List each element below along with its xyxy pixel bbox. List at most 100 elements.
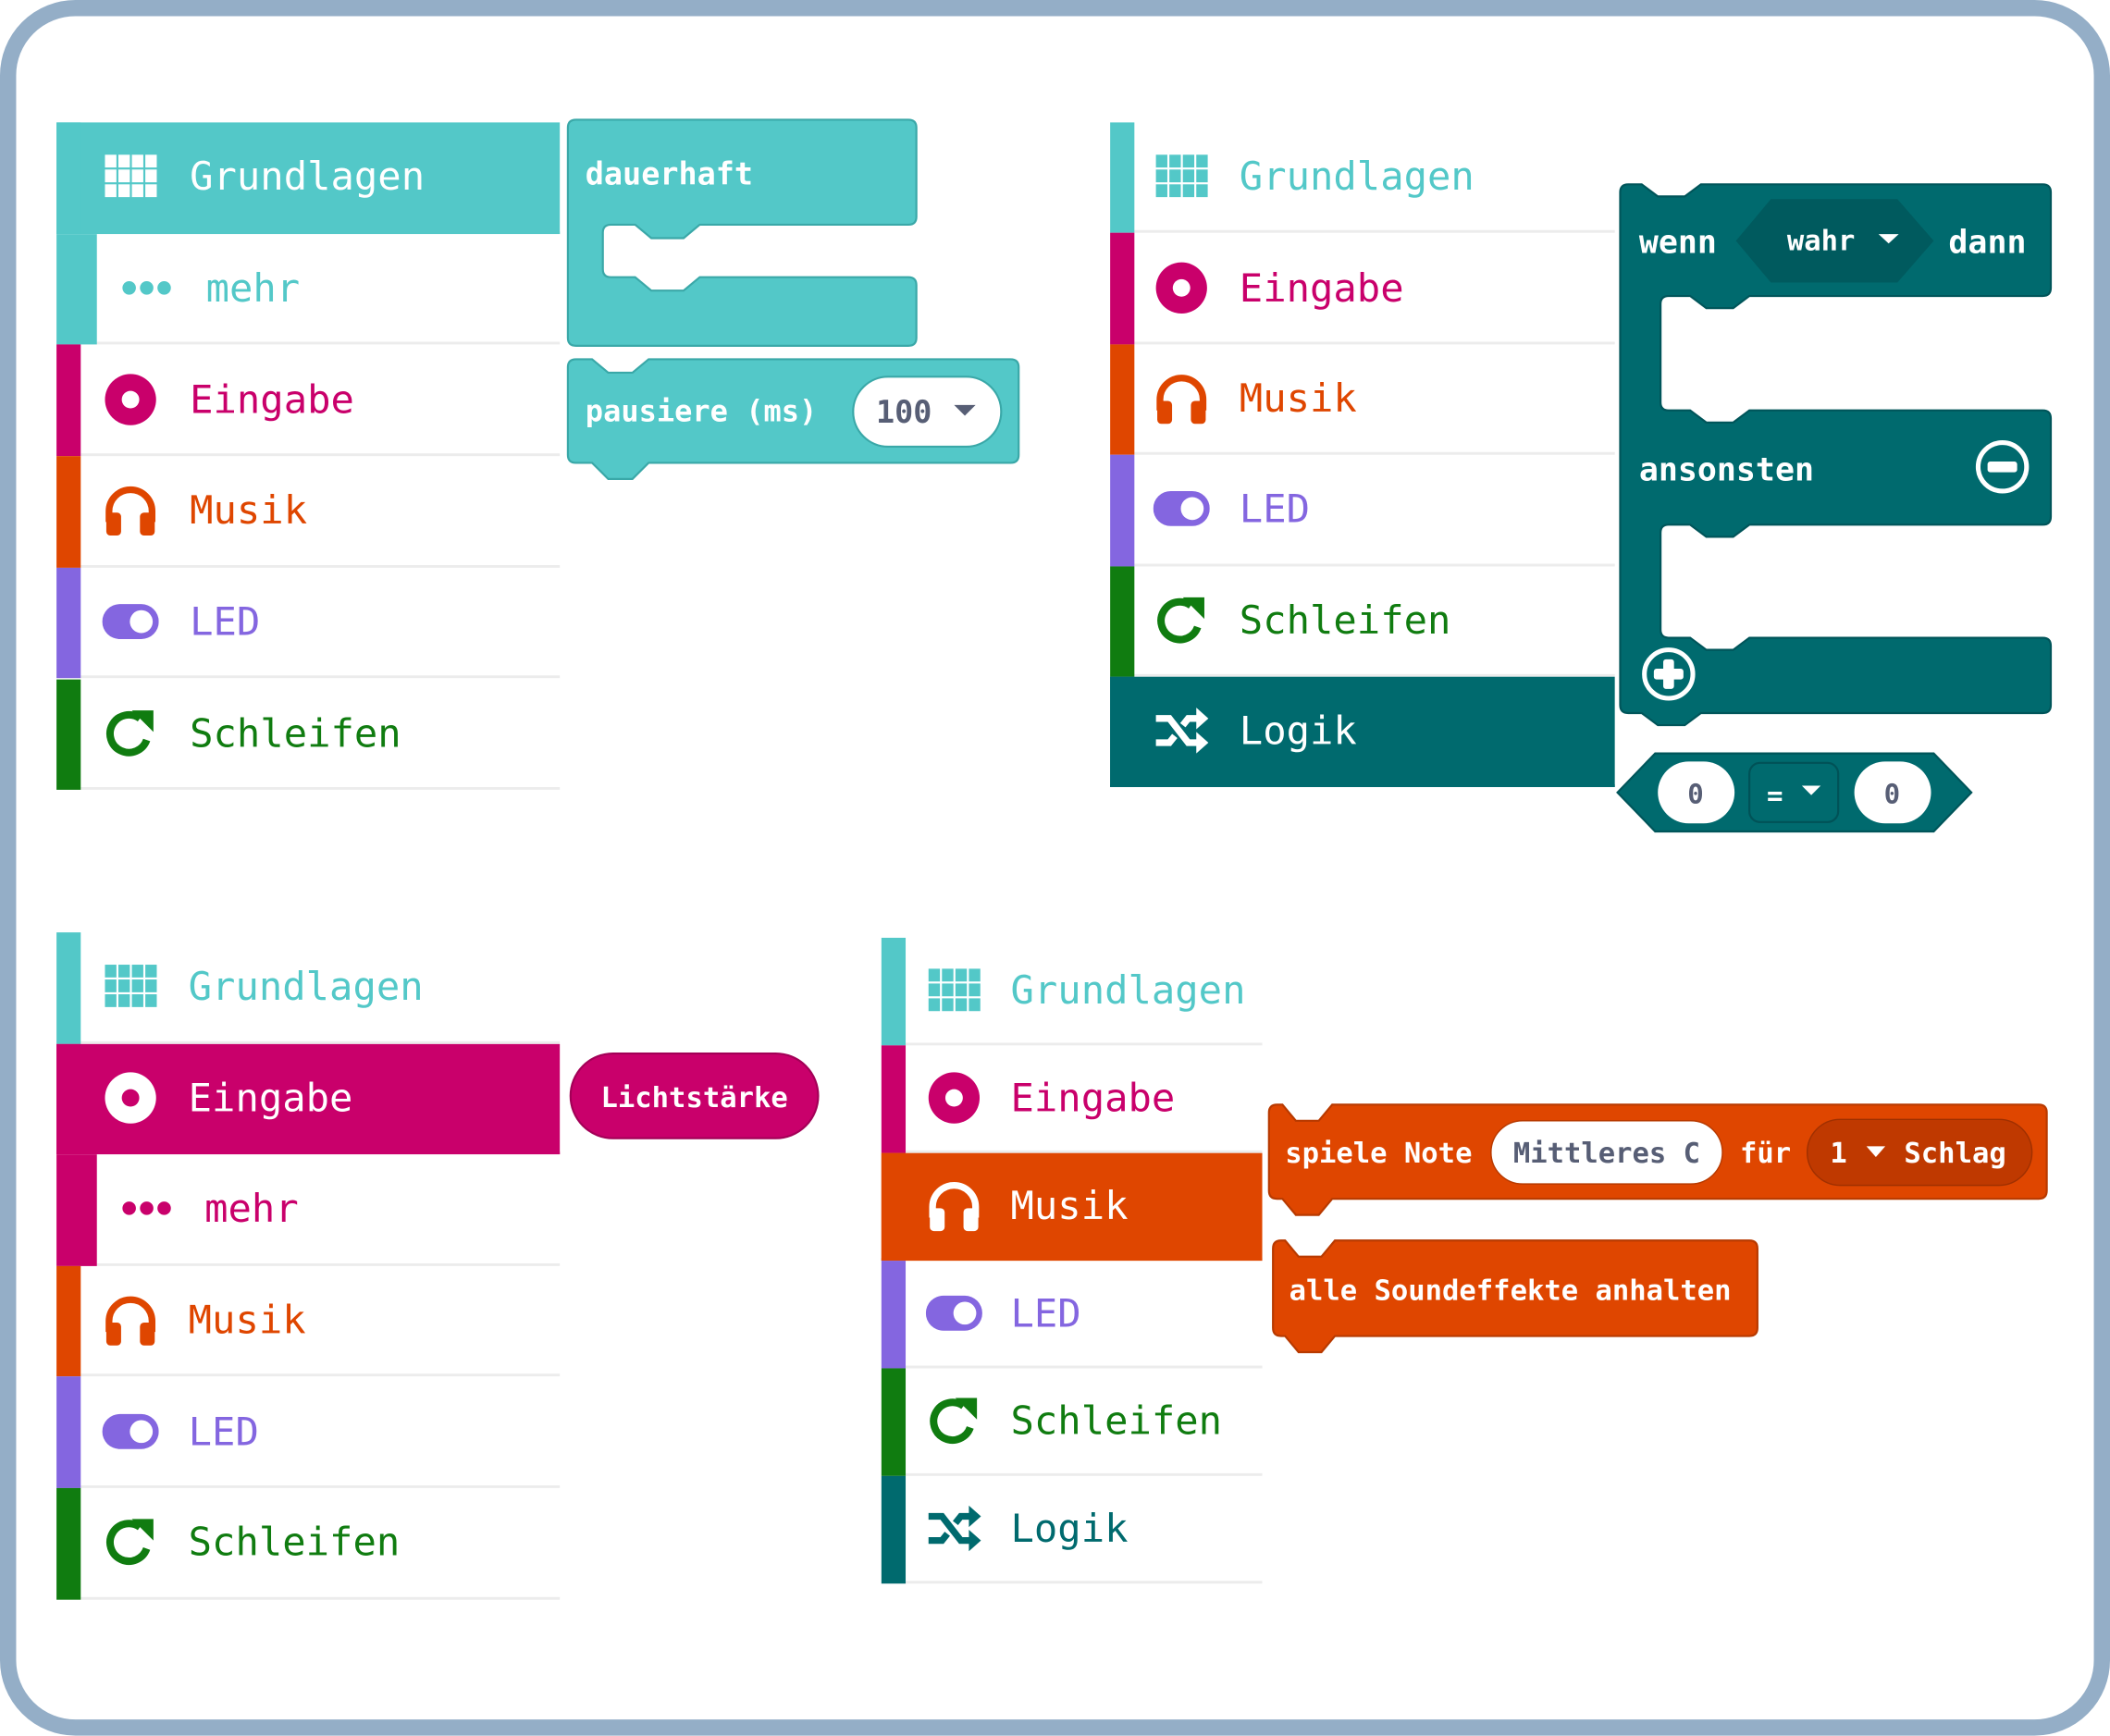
grid-icon	[103, 958, 159, 1015]
toggle-icon	[925, 1285, 982, 1341]
category-musik[interactable]: Musik	[881, 1152, 1263, 1262]
category-label: Musik	[190, 487, 308, 534]
category-label: Grundlagen	[1010, 966, 1246, 1014]
beats-unit: Schlag	[1904, 1138, 2005, 1170]
then-label: dann	[1948, 224, 2026, 261]
category-schleifen[interactable]: Schleifen	[56, 678, 561, 791]
forever-label: dauerhaft	[586, 155, 753, 191]
category-color-strip	[881, 1261, 907, 1369]
category-musik[interactable]: Musik	[1110, 344, 1615, 455]
headphones-icon	[103, 482, 159, 538]
category-color-strip	[881, 937, 907, 1046]
category-label: Schleifen	[1010, 1397, 1223, 1444]
category-color-strip	[1110, 454, 1135, 566]
category-label: LED	[1010, 1290, 1081, 1336]
category-color-strip	[1110, 565, 1135, 677]
category-color-strip	[56, 456, 81, 568]
grid-icon	[103, 149, 159, 205]
remove-else-icon[interactable]	[1975, 440, 2030, 494]
condition-dropdown[interactable]: wahr	[1735, 199, 1934, 283]
beats-dropdown[interactable]: 1 Schlag	[1806, 1118, 2033, 1187]
category-musik[interactable]: Musik	[56, 456, 561, 568]
category-label: Logik	[1239, 708, 1357, 754]
pause-value-dropdown[interactable]: 100	[852, 376, 1003, 449]
category-label: Musik	[188, 1297, 306, 1343]
if-label: wenn	[1639, 224, 1717, 261]
category-label: Schleifen	[190, 709, 401, 757]
category-label: Musik	[1010, 1182, 1129, 1229]
grid-icon	[926, 962, 982, 1018]
loop-arrow-icon	[103, 705, 159, 761]
headphones-icon	[926, 1177, 982, 1234]
forever-block[interactable]: dauerhaft	[566, 118, 918, 347]
pause-value: 100	[876, 394, 932, 430]
note-input[interactable]: Mittleres C	[1490, 1120, 1723, 1185]
category-led[interactable]: LED	[56, 1376, 561, 1488]
category-color-strip	[56, 678, 81, 791]
category-logik[interactable]: Logik	[1110, 676, 1615, 788]
compare-left-input[interactable]: 0	[1658, 761, 1735, 824]
compare-left-value: 0	[1687, 778, 1704, 809]
loop-arrow-icon	[1154, 592, 1210, 648]
light-level-block[interactable]: Lichtstärke	[569, 1052, 820, 1139]
category-logik[interactable]: Logik	[881, 1475, 1263, 1584]
category-label: LED	[190, 598, 261, 646]
category-eingabe[interactable]: Eingabe	[56, 344, 561, 457]
category-label: Grundlagen	[188, 964, 424, 1010]
category-schleifen[interactable]: Schleifen	[56, 1487, 561, 1600]
category-color-strip	[56, 1154, 97, 1266]
shuffle-icon	[1154, 703, 1210, 759]
pause-label: pausiere (ms)	[586, 393, 817, 428]
category-color-strip	[1110, 676, 1135, 788]
category-label: Eingabe	[188, 1075, 353, 1121]
category-grundlagen[interactable]: Grundlagen	[56, 122, 561, 234]
more-dots-icon	[118, 1180, 175, 1237]
play-tone-block[interactable]: spiele Note Mittleres C für 1 Schlag	[1267, 1103, 2048, 1216]
category-color-strip	[56, 1265, 81, 1377]
category-label: Schleifen	[1239, 597, 1451, 644]
category-grundlagen[interactable]: Grundlagen	[881, 937, 1263, 1046]
category-schleifen[interactable]: Schleifen	[881, 1368, 1263, 1476]
category-led[interactable]: LED	[881, 1261, 1263, 1369]
category-mehr-more[interactable]: mehr	[56, 233, 561, 345]
stop-sounds-block[interactable]: alle Soundeffekte anhalten	[1272, 1239, 1758, 1354]
category-led[interactable]: LED	[1110, 454, 1615, 566]
operator-value: =	[1767, 780, 1783, 811]
category-color-strip	[56, 567, 81, 679]
category-color-strip	[56, 1487, 81, 1600]
category-label: Eingabe	[190, 376, 354, 423]
if-else-block[interactable]: wenn wahr dann ansonsten	[1619, 183, 2053, 727]
category-grundlagen[interactable]: Grundlagen	[1110, 122, 1615, 234]
input-target-icon	[1154, 259, 1210, 315]
category-eingabe[interactable]: Eingabe	[881, 1045, 1263, 1153]
category-mehr-more[interactable]: mehr	[56, 1154, 561, 1266]
add-else-if-icon[interactable]	[1642, 647, 1696, 701]
category-label: Schleifen	[188, 1519, 401, 1566]
category-eingabe[interactable]: Eingabe	[56, 1043, 561, 1155]
compare-block[interactable]: 0 = 0	[1616, 752, 1973, 833]
toggle-icon	[102, 594, 159, 650]
headphones-icon	[1154, 370, 1210, 426]
stop-sounds-label: alle Soundeffekte anhalten	[1289, 1274, 1732, 1307]
category-label: Logik	[1010, 1505, 1129, 1552]
compare-right-input[interactable]: 0	[1854, 761, 1931, 824]
category-label: Musik	[1239, 375, 1357, 422]
category-color-strip	[56, 233, 97, 345]
grid-icon	[1154, 148, 1210, 204]
category-led[interactable]: LED	[56, 567, 561, 679]
loop-arrow-icon	[103, 1514, 159, 1570]
else-label: ansonsten	[1639, 451, 1814, 488]
category-grundlagen[interactable]: Grundlagen	[56, 932, 561, 1044]
headphones-icon	[103, 1292, 159, 1348]
category-label: LED	[188, 1408, 259, 1455]
operator-dropdown[interactable]: =	[1748, 761, 1840, 823]
shuffle-icon	[926, 1500, 982, 1557]
category-eingabe[interactable]: Eingabe	[1110, 233, 1615, 345]
toggle-icon	[102, 1403, 159, 1459]
category-label: mehr	[205, 265, 301, 312]
category-musik[interactable]: Musik	[56, 1265, 561, 1377]
pause-block[interactable]: pausiere (ms) 100	[566, 358, 1020, 480]
category-schleifen[interactable]: Schleifen	[1110, 565, 1615, 677]
toggle-icon	[1153, 481, 1210, 537]
